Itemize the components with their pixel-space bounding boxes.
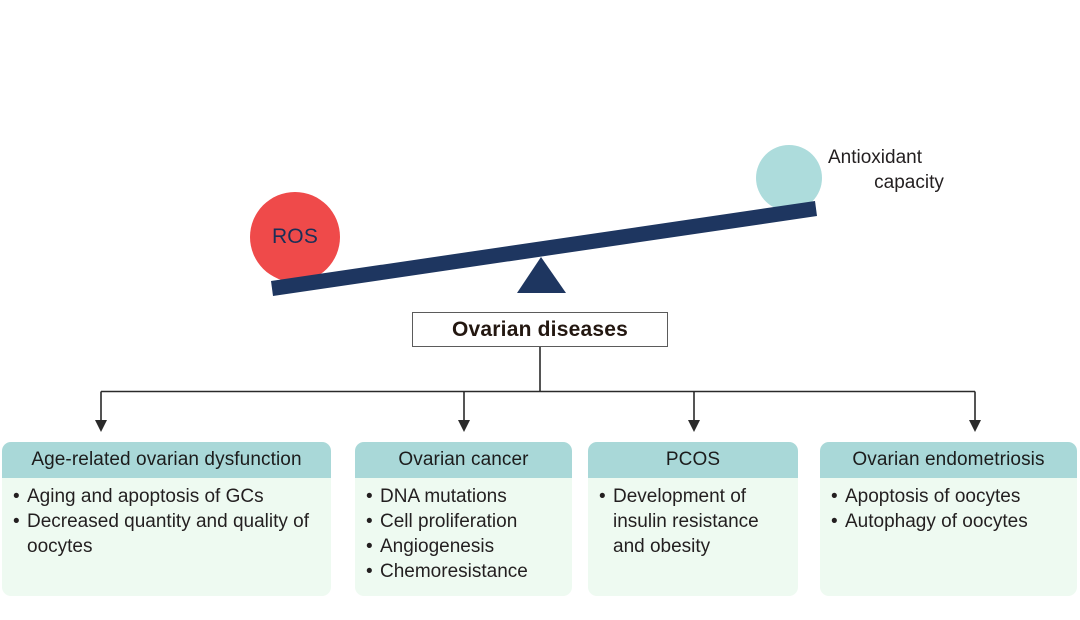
list-item: Chemoresistance: [365, 559, 564, 584]
card-header: Ovarian cancer: [355, 442, 572, 478]
antioxidant-capacity-label: Antioxidant capacity: [828, 145, 1018, 195]
arrowhead-2: [688, 420, 700, 432]
card-body: Development of insulin resistance and ob…: [588, 478, 798, 559]
list-item: Apoptosis of oocytes: [830, 484, 1069, 509]
balance-beam: [271, 201, 817, 296]
card-title: Ovarian endometriosis: [852, 449, 1045, 470]
disease-card-ovarian-cancer: Ovarian cancer DNA mutations Cell prolif…: [355, 442, 572, 596]
list-item: Aging and apoptosis of GCs: [12, 484, 323, 509]
disease-card-age-related: Age-related ovarian dysfunction Aging an…: [2, 442, 331, 596]
card-title: Ovarian cancer: [398, 449, 529, 470]
disease-card-endometriosis: Ovarian endometriosis Apoptosis of oocyt…: [820, 442, 1077, 596]
card-body: Apoptosis of oocytes Autophagy of oocyte…: [820, 478, 1077, 534]
card-body: Aging and apoptosis of GCs Decreased qua…: [2, 478, 331, 559]
ros-label: ROS: [271, 225, 319, 248]
list-item: Angiogenesis: [365, 534, 564, 559]
fulcrum-triangle: [517, 257, 566, 293]
list-item: DNA mutations: [365, 484, 564, 509]
arrowhead-0: [95, 420, 107, 432]
list-item: Cell proliferation: [365, 509, 564, 534]
arrowhead-1: [458, 420, 470, 432]
antioxidant-label-line2: capacity: [874, 172, 944, 193]
page-title: Ovarian diseases: [452, 317, 628, 341]
ovarian-diseases-box: Ovarian diseases: [412, 312, 668, 347]
disease-card-list: Age-related ovarian dysfunction Aging an…: [0, 442, 1080, 598]
antioxidant-label-line1: Antioxidant: [828, 147, 923, 168]
card-header: Age-related ovarian dysfunction: [2, 442, 331, 478]
arrowhead-3: [969, 420, 981, 432]
disease-card-pcos: PCOS Development of insulin resistance a…: [588, 442, 798, 596]
list-item: Development of insulin resistance and ob…: [598, 484, 790, 559]
card-body: DNA mutations Cell proliferation Angioge…: [355, 478, 572, 584]
connector-lines: [95, 347, 981, 432]
card-header: PCOS: [588, 442, 798, 478]
list-item: Decreased quantity and quality of oocyte…: [12, 509, 323, 559]
card-title: Age-related ovarian dysfunction: [31, 449, 302, 470]
card-title: PCOS: [665, 449, 721, 470]
antioxidant-circle: [756, 145, 822, 211]
card-header: Ovarian endometriosis: [820, 442, 1077, 478]
list-item: Autophagy of oocytes: [830, 509, 1069, 534]
